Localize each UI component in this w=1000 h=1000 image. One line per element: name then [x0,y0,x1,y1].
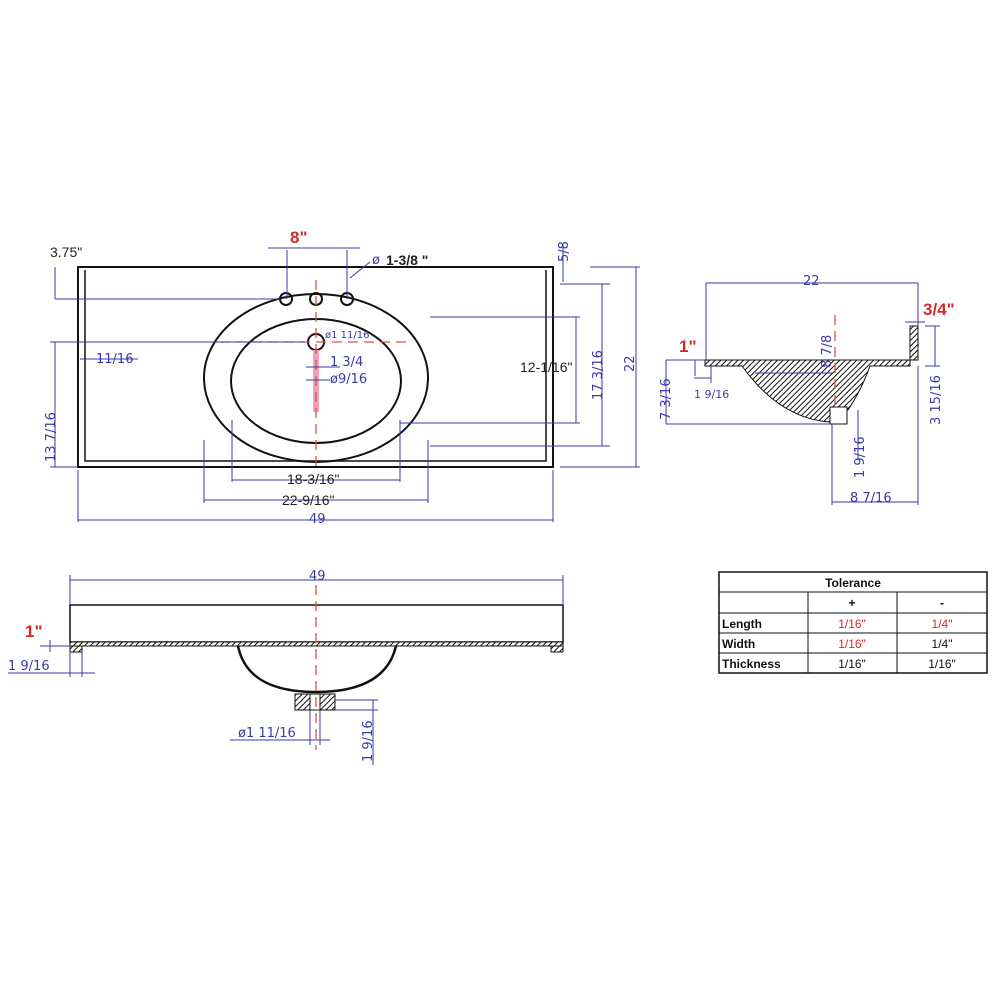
front-drain-bore [309,693,321,711]
total-width-label: 49 [309,512,326,527]
front-drain-height-label: 1 9/16 [361,720,376,762]
front-total-width-label: 49 [309,569,326,584]
total-depth-label: 22 [623,355,638,372]
front-bowl [236,645,398,694]
row-plus: 1/16" [838,637,866,651]
tolerance-table: Tolerance + - Length 1/16" 1/4" Width 1/… [718,571,988,674]
side-view: 22 3/4" 1" 7 3/16 1 9/16 8 7/8 3 15/16 1… [659,274,955,506]
backsplash-height-label: 3.75" [50,244,82,260]
row-label: Length [722,617,762,631]
table-row: Thickness 1/16" 1/16" [722,657,956,671]
overflow-left-label: 11/16 [96,352,133,367]
front-lip-label: 1 9/16 [8,659,50,674]
table-row: Length 1/16" 1/4" [722,617,952,631]
diameter-symbol: ø [372,253,380,268]
faucet-spread-label: 8" [290,228,308,247]
front-lip-right [550,645,564,653]
row-label: Width [722,637,755,651]
side-section [704,325,919,423]
side-drain [829,406,848,425]
overflow-dia-label: ø9/16 [330,372,367,387]
depth-left-label: 13 7/16 [44,412,59,462]
row-minus: 1/4" [932,617,953,631]
drain-dia-label: ø1 11/16 [325,330,369,341]
side-backsplash-height-label: 3 15/16 [929,375,944,425]
countertop-outline [77,266,554,468]
row-label: Thickness [722,657,781,671]
overflow-length-label: 1 3/4 [330,355,363,370]
outer-bowl-depth-label: 17 3/16 [591,350,606,400]
top-view: 3.75" 8" ø 1-3/8 " 5/8 ø1 11/16 11/16 1 … [44,228,640,527]
backsplash-thickness-label: 3/4" [923,300,955,319]
side-drain-offset-label: 8 7/16 [850,491,892,506]
header-plus: + [848,596,855,610]
front-drain-dia-label: ø1 11/16 [238,726,296,741]
row-minus: 1/4" [932,637,953,651]
row-plus: 1/16" [838,657,866,671]
front-top-thickness-label: 1" [25,622,43,641]
front-lip-left [69,645,83,653]
outer-bowl-width-label: 22-9/16" [282,492,334,508]
side-top-thickness-label: 1" [679,337,697,356]
inner-bowl-width-label: 18-3/16" [287,471,339,487]
side-bowl-depth-label: 7 3/16 [659,378,674,420]
side-drain-height-label: 1 9/16 [853,436,868,478]
edge-offset-label: 5/8 [557,241,572,262]
side-total-depth-label: 22 [803,274,820,289]
table-title: Tolerance [825,576,881,590]
front-view: 49 1" 1 9/16 ø1 11/16 1 9/16 [8,569,564,765]
row-minus: 1/16" [928,657,956,671]
table-row: Width 1/16" 1/4" [722,637,952,651]
header-minus: - [940,596,944,610]
side-lip-label: 1 9/16 [694,388,729,401]
inner-bowl-depth-label: 12-1/16" [520,359,572,375]
faucet-hole-dia-label: 1-3/8 " [386,252,428,268]
row-plus: 1/16" [838,617,866,631]
side-center-dim-label: 8 7/8 [820,335,835,368]
